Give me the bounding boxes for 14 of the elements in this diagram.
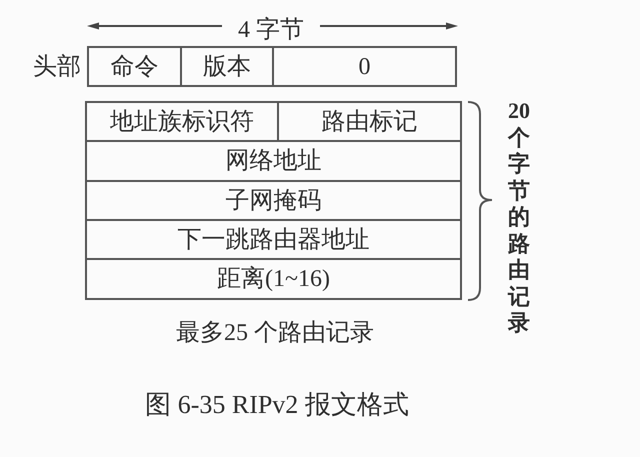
- field-cell: 0: [272, 48, 455, 85]
- figure-caption: 图 6-35 RIPv2 报文格式: [145, 392, 409, 418]
- brace-label: 20个字节的路由记录: [506, 98, 531, 336]
- field-cell: 网络地址: [87, 140, 460, 180]
- field-cell: 版本: [180, 48, 272, 85]
- row-heading: 头部: [33, 55, 81, 79]
- field-cell: 命令: [89, 48, 180, 85]
- field-cell: 子网掩码: [87, 180, 460, 219]
- field-cell: 路由标记: [277, 103, 460, 140]
- field-cell: 地址族标识符: [87, 103, 277, 140]
- note-text: 最多25 个路由记录: [176, 321, 374, 345]
- field-cell: 距离(1~16): [87, 258, 460, 298]
- field-cell: 下一跳路由器地址: [87, 219, 460, 258]
- dimension-label: 4 字节: [238, 18, 304, 42]
